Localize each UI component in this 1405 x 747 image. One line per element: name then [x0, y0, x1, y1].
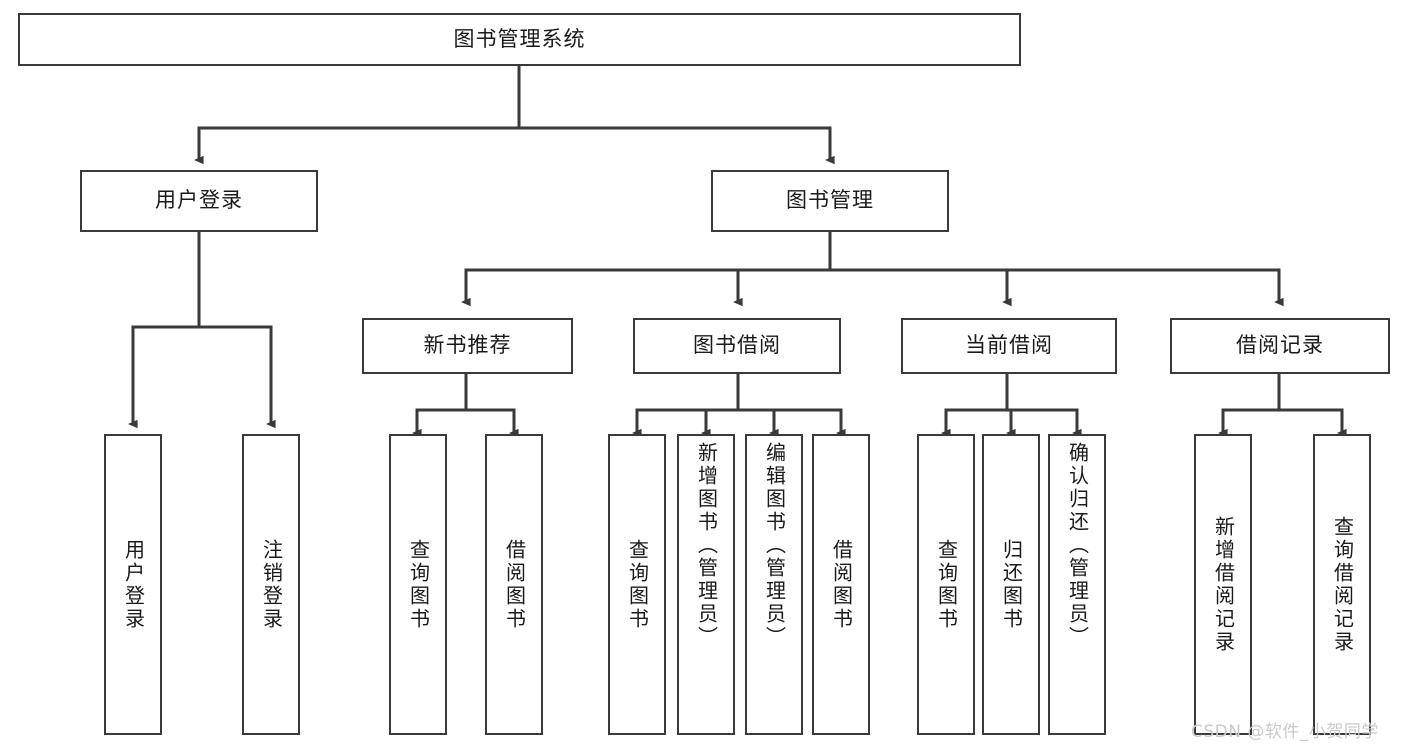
leaf-current-borrow-query-book[interactable]: 查询图书	[917, 434, 975, 735]
node-root-book-management-system[interactable]: 图书管理系统	[18, 13, 1021, 66]
leaf-current-borrow-return-book[interactable]: 归还图书	[982, 434, 1040, 735]
node-current-borrow[interactable]: 当前借阅	[901, 318, 1117, 374]
node-borrow-record[interactable]: 借阅记录	[1170, 318, 1390, 374]
node-label: 借阅图书	[502, 538, 527, 631]
node-label: 当前借阅	[965, 333, 1053, 358]
node-book-borrow[interactable]: 图书借阅	[633, 318, 841, 374]
node-label: 编辑图书（管理员）	[762, 442, 787, 649]
node-user-login[interactable]: 用户登录	[80, 170, 318, 232]
node-new-book-recommend[interactable]: 新书推荐	[362, 318, 573, 374]
node-label: 新增图书（管理员）	[694, 442, 719, 649]
node-label: 用户登录	[121, 538, 146, 631]
watermark-csdn: CSDN @软件_小贺同学	[1191, 722, 1379, 742]
leaf-new-book-query-book[interactable]: 查询图书	[389, 434, 447, 735]
node-book-management[interactable]: 图书管理	[711, 170, 949, 232]
leaf-borrow-record-query-record[interactable]: 查询借阅记录	[1313, 434, 1371, 735]
leaf-book-borrow-add-book-admin[interactable]: 新增图书（管理员）	[677, 434, 735, 735]
node-label: 借阅记录	[1236, 333, 1324, 358]
node-label: 查询借阅记录	[1330, 515, 1355, 654]
leaf-book-borrow-query-book[interactable]: 查询图书	[608, 434, 666, 735]
leaf-user-login-logout[interactable]: 注销登录	[242, 434, 300, 735]
node-label: 图书管理系统	[453, 26, 586, 51]
node-label: 归还图书	[999, 538, 1024, 631]
node-label: 确认归还（管理员）	[1065, 442, 1090, 649]
leaf-current-borrow-confirm-return-admin[interactable]: 确认归还（管理员）	[1048, 434, 1106, 735]
node-label: 用户登录	[155, 188, 243, 213]
node-label: 查询图书	[625, 538, 650, 631]
node-label: 图书管理	[786, 188, 874, 213]
node-label: 借阅图书	[829, 538, 854, 631]
node-label: 新增借阅记录	[1211, 515, 1236, 654]
leaf-new-book-borrow-book[interactable]: 借阅图书	[485, 434, 543, 735]
node-label: 注销登录	[259, 538, 284, 631]
leaf-book-borrow-borrow-book[interactable]: 借阅图书	[812, 434, 870, 735]
leaf-borrow-record-add-record[interactable]: 新增借阅记录	[1194, 434, 1252, 735]
node-label: 新书推荐	[423, 333, 512, 358]
node-label: 图书借阅	[693, 333, 781, 358]
leaf-user-login-login[interactable]: 用户登录	[104, 434, 162, 735]
node-label: 查询图书	[406, 538, 431, 631]
leaf-book-borrow-edit-book-admin[interactable]: 编辑图书（管理员）	[745, 434, 803, 735]
node-label: 查询图书	[934, 538, 959, 631]
